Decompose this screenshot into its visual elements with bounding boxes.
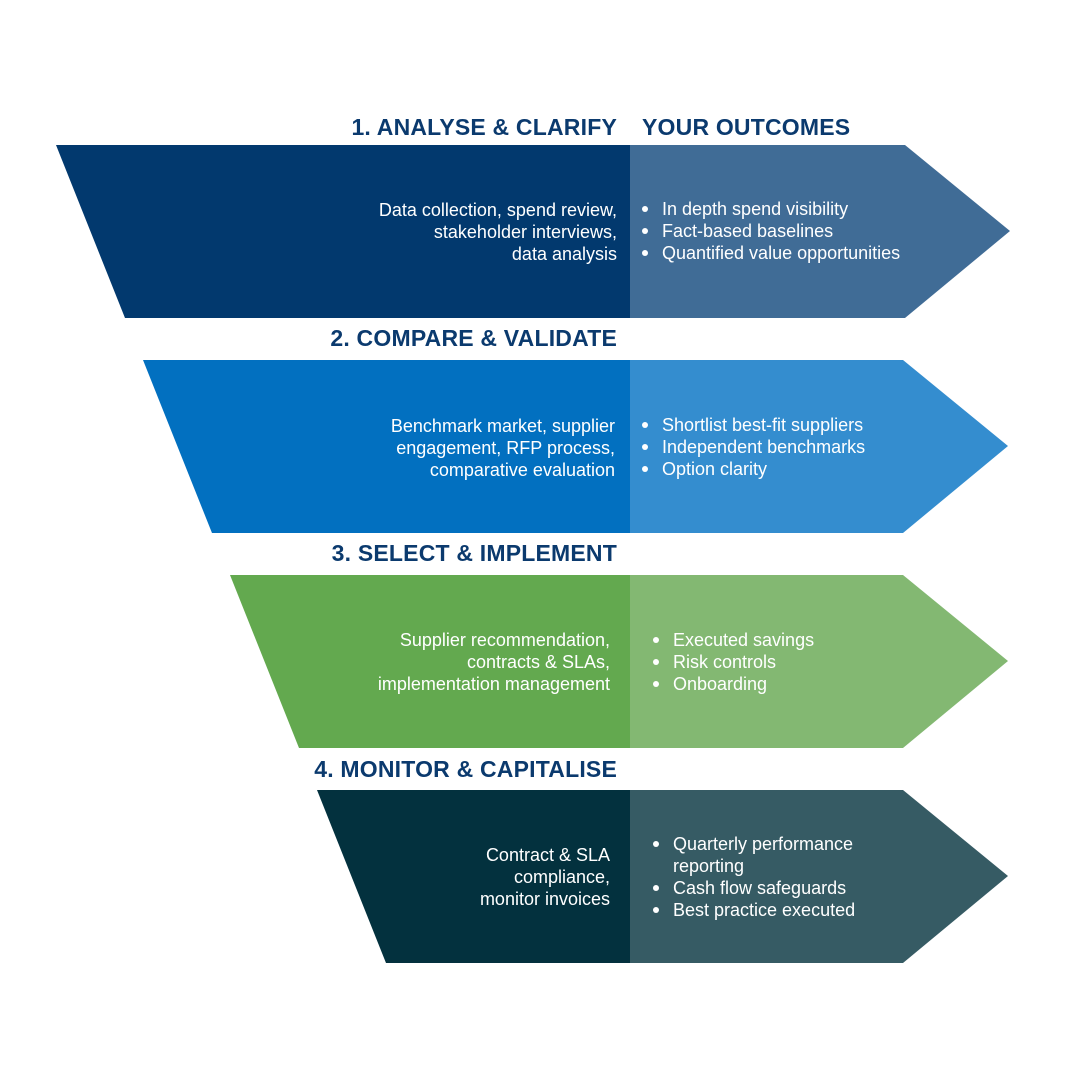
outcome-item: Fact-based baselines <box>640 220 900 242</box>
outcome-item: Quarterly performance reporting <box>651 833 911 877</box>
outcome-item: Onboarding <box>651 673 814 695</box>
stage-4-outcome-arrow <box>630 790 1008 963</box>
stage-2-outcome-arrow <box>630 360 1008 533</box>
description-line: compliance, <box>513 867 610 887</box>
stage-2-outcomes: Shortlist best-fit suppliers Independent… <box>640 414 865 480</box>
description-line: contracts & SLAs, <box>466 652 610 672</box>
stage-2-title: 2. COMPARE & VALIDATE <box>330 325 617 351</box>
stage-1-activity-panel <box>56 145 630 318</box>
description-line: Data collection, spend review, <box>378 200 617 220</box>
description-line: engagement, RFP process, <box>396 438 615 458</box>
description-line: monitor invoices <box>479 889 610 909</box>
stage-1-title: 1. ANALYSE & CLARIFY <box>351 114 617 140</box>
outcome-item: Shortlist best-fit suppliers <box>640 414 865 436</box>
stage-3-outcomes: Executed savings Risk controls Onboardin… <box>651 629 814 695</box>
description-line: Benchmark market, supplier <box>390 416 615 436</box>
stage-1-description: Data collection, spend review, stakehold… <box>257 199 617 265</box>
outcome-item: Option clarity <box>640 458 865 480</box>
outcome-item: Quantified value opportunities <box>640 242 900 264</box>
outcome-item: Executed savings <box>651 629 814 651</box>
description-line: implementation management <box>377 674 610 694</box>
description-line: stakeholder interviews, <box>433 222 617 242</box>
stage-3-outcome-arrow <box>630 575 1008 748</box>
stage-4-title: 4. MONITOR & CAPITALISE <box>314 756 617 782</box>
outcome-item: Risk controls <box>651 651 814 673</box>
description-line: Contract & SLA <box>485 845 610 865</box>
description-line: data analysis <box>511 244 617 264</box>
outcome-item: Cash flow safeguards <box>651 877 911 899</box>
stage-4-description: Contract & SLA compliance, monitor invoi… <box>250 844 610 910</box>
stage-1-outcome-arrow <box>630 145 1010 318</box>
stage-3-description: Supplier recommendation, contracts & SLA… <box>250 629 610 695</box>
stage-3-activity-panel <box>230 575 630 748</box>
stage-2-activity-panel <box>143 360 630 533</box>
outcome-item: Independent benchmarks <box>640 436 865 458</box>
stage-4-activity-panel <box>317 790 630 963</box>
stage-3-title: 3. SELECT & IMPLEMENT <box>331 540 617 566</box>
description-line: comparative evaluation <box>429 460 615 480</box>
outcome-item: In depth spend visibility <box>640 198 900 220</box>
stage-2-description: Benchmark market, supplier engagement, R… <box>255 415 615 481</box>
stage-1-outcomes: In depth spend visibility Fact-based bas… <box>640 198 900 264</box>
outcome-item: Best practice executed <box>651 899 911 921</box>
stage-4-outcomes: Quarterly performance reporting Cash flo… <box>651 833 911 921</box>
outcomes-heading: YOUR OUTCOMES <box>642 114 851 140</box>
description-line: Supplier recommendation, <box>399 630 610 650</box>
